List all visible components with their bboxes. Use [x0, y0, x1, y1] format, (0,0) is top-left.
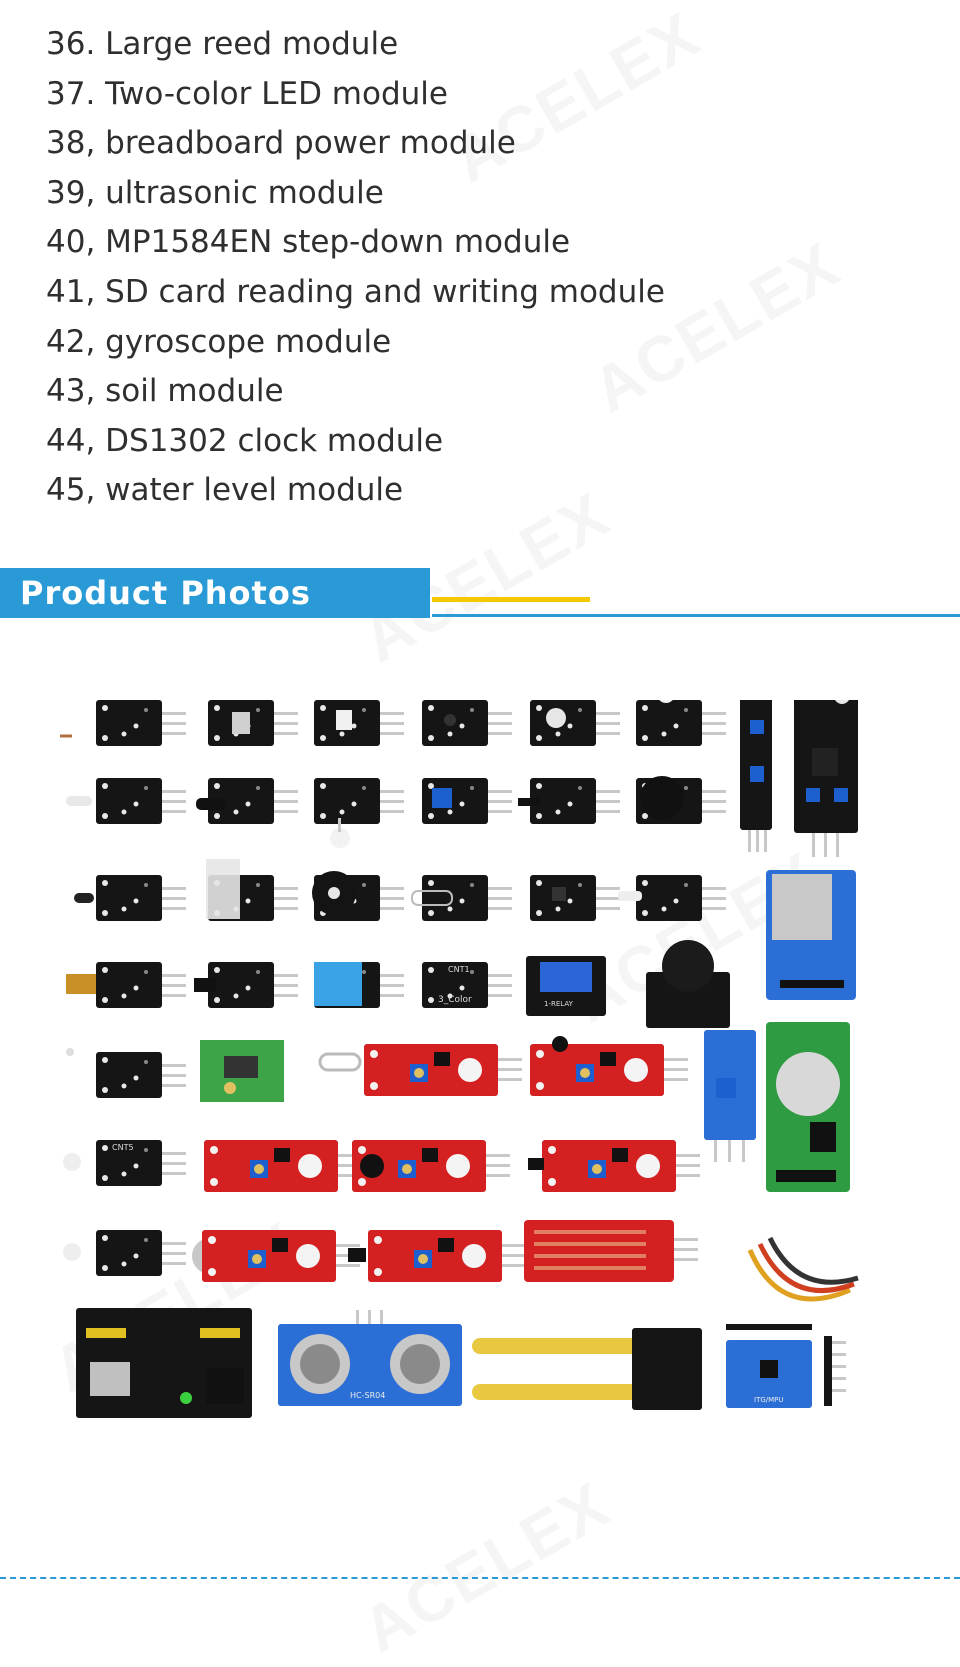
module-speaker — [312, 871, 404, 921]
module-flash-led — [636, 700, 726, 746]
module-mp1584en — [200, 1040, 284, 1102]
module-led — [530, 700, 620, 746]
module-ds1302 — [766, 1022, 850, 1192]
module-joystick — [646, 940, 730, 1028]
board-label: 3_Color — [438, 995, 472, 1005]
module-breadboard-power — [76, 1308, 252, 1418]
module-laser — [66, 962, 186, 1008]
section-accent-line — [432, 597, 590, 602]
module-red-sensor-b — [204, 1140, 362, 1192]
list-item: 43, soil module — [46, 373, 284, 410]
list-item: 45, water level module — [46, 472, 404, 509]
module-temp-analog — [348, 1230, 526, 1282]
module-mic — [192, 1230, 360, 1282]
list-item: 41, SD card reading and writing module — [46, 273, 665, 310]
list-item: 37. Two-color LED module — [46, 75, 448, 112]
watermark-text: ACELEX — [350, 1467, 622, 1667]
module-pot — [422, 778, 512, 824]
module-dht11 — [314, 962, 404, 1008]
pin-header — [824, 1336, 846, 1406]
board-label: HC-SR04 — [350, 1391, 385, 1400]
module-relay: 1-RELAY — [526, 956, 606, 1016]
section-header: Product Photos — [0, 568, 430, 618]
list-item: 40, MP1584EN step-down module — [46, 224, 571, 261]
module-rgb-led: CNT1 3_Color — [422, 962, 512, 1008]
module-tracking — [740, 700, 772, 852]
module-reed-small — [411, 875, 512, 921]
board-label: ITG/MPU — [754, 1396, 784, 1404]
module-sd-card — [766, 870, 856, 1000]
list-item: 44, DS1302 clock module — [46, 422, 444, 459]
list-item: 39, ultrasonic module — [46, 174, 384, 211]
module-list: 36. Large reed module 37. Two-color LED … — [46, 22, 665, 518]
module-water-level — [524, 1220, 698, 1282]
board-label: CNT1 — [448, 965, 470, 974]
module-ir-reflect — [618, 875, 726, 921]
product-photo: CNT1 3_Color 1-RELAY CNT5 HC-SR04 — [60, 700, 859, 1418]
module-color-led: CNT5 — [63, 1140, 186, 1186]
bottom-divider — [0, 1577, 960, 1579]
module-red-sensor-a — [530, 1036, 688, 1096]
module-temp-digital — [194, 962, 298, 1008]
module-large-reed — [318, 1044, 522, 1096]
module-obstacle — [794, 700, 858, 857]
module-flame — [66, 1048, 186, 1098]
board-label: CNT5 — [112, 1143, 134, 1152]
module-button — [422, 700, 512, 746]
module-knock — [196, 778, 298, 824]
module-gyroscope: ITG/MPU — [726, 1324, 812, 1408]
module-tilt — [208, 700, 298, 746]
jumper-wires — [747, 1236, 859, 1302]
module-sound — [352, 1140, 510, 1192]
list-item: 42, gyroscope module — [46, 323, 392, 360]
module-tact — [530, 875, 620, 921]
module-ir-receiver — [314, 700, 404, 746]
list-item: 38, breadboard power module — [46, 125, 516, 162]
list-item: 36. Large reed module — [46, 26, 399, 62]
module-2color — [314, 778, 404, 848]
module-temp — [74, 875, 186, 921]
module-buzzer — [636, 776, 726, 824]
module-ultrasonic: HC-SR04 — [278, 1310, 462, 1406]
module-blue-small — [704, 1030, 756, 1162]
board-label: 1-RELAY — [544, 1000, 574, 1008]
module-rgb-smd — [63, 1230, 186, 1276]
section-title: Product Photos — [20, 574, 311, 612]
section-divider-line — [432, 614, 960, 617]
module-ir-transmit — [66, 778, 186, 824]
module-soil — [472, 1328, 702, 1410]
module-hall — [518, 778, 620, 824]
module-hall-analog — [528, 1140, 700, 1192]
module-photoresistor — [60, 700, 186, 746]
module-mercury — [206, 859, 298, 921]
